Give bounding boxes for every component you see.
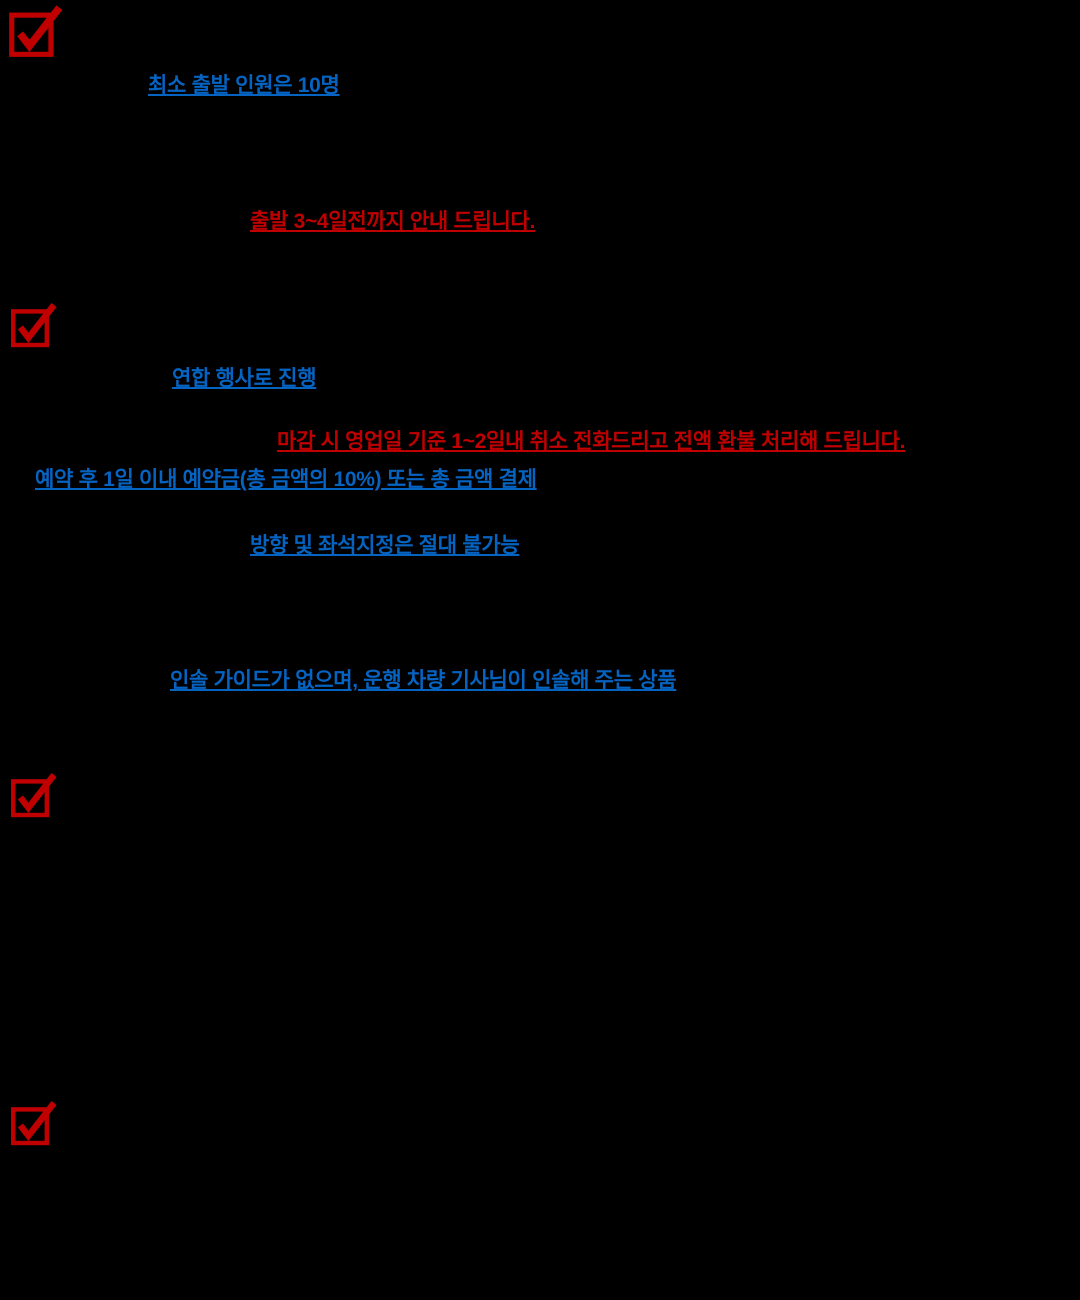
- note-min-departure: 최소 출발 인원은 10명: [148, 74, 340, 97]
- note-departure-notice: 출발 3~4일전까지 안내 드립니다.: [250, 210, 536, 233]
- red-checked-checkbox-icon: [8, 3, 64, 59]
- red-checked-checkbox-icon: [10, 771, 58, 819]
- note-deposit-payment: 예약 후 1일 이내 예약금(총 금액의 10%) 또는 총 금액 결제: [35, 468, 537, 491]
- red-checked-checkbox-icon: [10, 301, 58, 349]
- note-seat-assignment: 방향 및 좌석지정은 절대 불가능: [250, 534, 520, 557]
- note-joint-tour: 연합 행사로 진행: [172, 367, 317, 390]
- note-cancellation-refund: 마감 시 영업일 기준 1~2일내 취소 전화드리고 전액 환불 처리해 드립니…: [277, 430, 906, 453]
- note-driver-guide: 인솔 가이드가 없으며, 운행 차량 기사님이 인솔해 주는 상품: [170, 669, 677, 692]
- red-checked-checkbox-icon: [10, 1099, 58, 1147]
